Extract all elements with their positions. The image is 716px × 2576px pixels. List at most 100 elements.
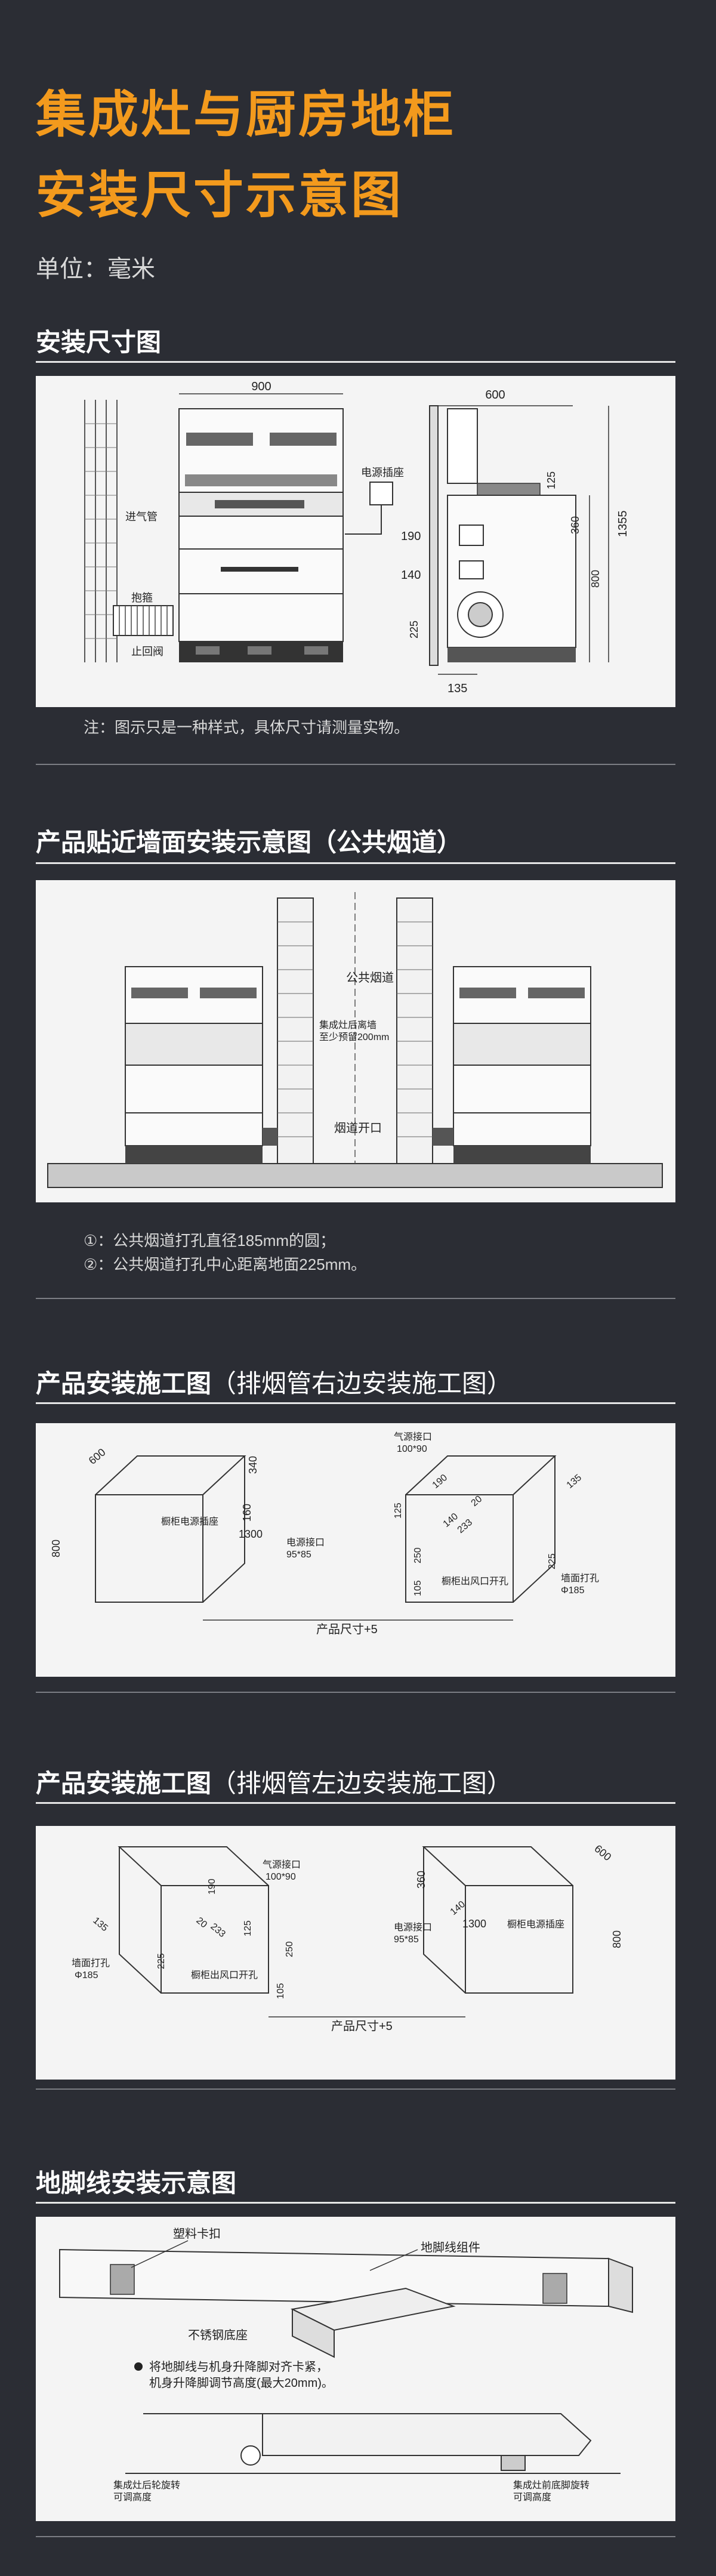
label-check-valve: 止回阀 — [131, 646, 163, 658]
right-duct-diagram: 800 600 340 160 橱柜电源插座 1300 电源接口 95*85 气… — [36, 1423, 675, 1677]
section-divider — [36, 1402, 675, 1404]
dim-190: 190 — [401, 530, 421, 543]
label-wall-hole-size: Φ185 — [75, 1970, 98, 1980]
page-title-line2: 安装尺寸示意图 — [36, 167, 404, 223]
label-air-size: 100*90 — [397, 1444, 427, 1454]
section-left-duct-title-main: 产品安装施工图 — [36, 1769, 212, 1797]
dim-1300: 1300 — [239, 1528, 263, 1540]
left-duct-drawing: 气源接口 100*90 190 125 20 233 135 225 墙面打孔 … — [72, 1843, 623, 2033]
dim-160: 160 — [241, 1504, 253, 1522]
kickplate-drawing: 塑料卡扣 地脚线组件 不锈钢底座 将地脚线与机身升降脚对齐卡紧， 机身升降脚调节… — [59, 2227, 633, 2503]
label-power-socket: 电源插座 — [361, 467, 404, 479]
dim-225: 225 — [156, 1953, 166, 1969]
dim-135: 135 — [448, 682, 467, 695]
label-gap-line2: 至少预留200mm — [319, 1032, 389, 1042]
dim-105: 105 — [276, 1983, 286, 1999]
dim-600: 600 — [485, 388, 505, 402]
section-end-divider — [36, 2088, 675, 2090]
label-power-port: 电源接口 — [286, 1537, 325, 1548]
dim-125: 125 — [243, 1920, 253, 1936]
label-rear-foot-line1: 集成灶前底脚旋转 — [513, 2480, 590, 2491]
dim-250: 250 — [285, 1941, 295, 1957]
dim-1355: 1355 — [616, 511, 629, 538]
label-cabinet-socket: 橱柜电源插座 — [507, 1919, 564, 1930]
label-instruction-line1: 将地脚线与机身升降脚对齐卡紧， — [149, 2360, 328, 2374]
label-cabinet-socket: 橱柜电源插座 — [161, 1516, 218, 1527]
dim-360: 360 — [415, 1871, 427, 1889]
bullet-dot — [134, 2362, 143, 2371]
label-air-port: 气源接口 — [263, 1859, 301, 1870]
kickplate-diagram: 塑料卡扣 地脚线组件 不锈钢底座 将地脚线与机身升降脚对齐卡紧， 机身升降脚调节… — [36, 2217, 675, 2521]
dim-900: 900 — [251, 380, 271, 393]
section-end-divider — [36, 1692, 675, 1693]
label-vent-opening: 橱柜出风口开孔 — [442, 1576, 508, 1587]
section2-note-1: ①：公共烟道打孔直径185mm的圆； — [84, 1232, 336, 1250]
dim-135: 135 — [91, 1915, 109, 1933]
section-wall-install-title: 产品贴近墙面安装示意图（公共烟道） — [36, 828, 462, 856]
label-rear-foot-line2: 可调高度 — [513, 2492, 551, 2503]
dim-125: 125 — [545, 471, 557, 489]
label-flue-opening: 烟道开口 — [334, 1121, 382, 1135]
label-product-size: 产品尺寸+5 — [316, 1622, 378, 1636]
label-hoop: 抱箍 — [131, 592, 153, 604]
section1-note: 注：图示只是一种样式，具体尺寸请测量实物。 — [84, 718, 410, 736]
label-instruction-line2: 机身升降脚调节高度(最大20mm)。 — [149, 2376, 334, 2390]
wall-install-diagram: 公共烟道 集成灶后离墙 至少预留200mm 烟道开口 — [36, 880, 675, 1202]
label-power-size: 95*85 — [394, 1935, 419, 1945]
label-power-port: 电源接口 — [394, 1922, 432, 1933]
dim-140: 140 — [449, 1899, 467, 1917]
dim-233: 233 — [208, 1921, 227, 1939]
right-duct-drawing: 800 600 340 160 橱柜电源插座 1300 电源接口 95*85 气… — [36, 1423, 675, 1677]
dim-225: 225 — [408, 621, 420, 638]
section-right-duct-title: 产品安装施工图（排烟管右边安装施工图） — [36, 1363, 512, 1400]
section-kickplate-title: 地脚线安装示意图 — [36, 2169, 237, 2197]
dim-105: 105 — [413, 1580, 423, 1596]
page-title-line1: 集成灶与厨房地柜 — [36, 87, 456, 143]
unit-label: 单位：毫米 — [36, 256, 155, 282]
label-public-flue: 公共烟道 — [346, 971, 394, 985]
section-right-duct-title-sub: （排烟管右边安装施工图） — [211, 1369, 513, 1397]
install-dimensions-diagram: 900 电源插座 进气管 抱箍 止回阀 600 1355 800 360 125… — [36, 376, 675, 707]
label-steel-base: 不锈钢底座 — [188, 2328, 248, 2342]
section-end-divider — [36, 1298, 675, 1299]
label-kickplate-kit: 地脚线组件 — [421, 2241, 480, 2254]
dim-340: 340 — [247, 1456, 259, 1474]
section-left-duct-title: 产品安装施工图（排烟管左边安装施工图） — [36, 1763, 512, 1800]
dim-190: 190 — [207, 1878, 217, 1895]
dim-800: 800 — [590, 570, 601, 588]
label-front-wheel-line2: 可调高度 — [113, 2492, 152, 2503]
section-install-dimensions-title: 安装尺寸图 — [36, 328, 162, 356]
label-wall-hole-size: Φ185 — [561, 1585, 585, 1596]
section-divider — [36, 2202, 675, 2204]
label-air-port: 气源接口 — [394, 1432, 432, 1442]
label-plastic-clip: 塑料卡扣 — [173, 2227, 221, 2241]
dim-600: 600 — [592, 1843, 613, 1864]
wall-install-drawing: 公共烟道 集成灶后离墙 至少预留200mm 烟道开口 — [47, 892, 663, 1188]
dim-225: 225 — [547, 1553, 557, 1569]
label-air-size: 100*90 — [266, 1872, 296, 1882]
section-divider — [36, 361, 675, 363]
label-product-size: 产品尺寸+5 — [331, 2019, 393, 2033]
label-front-wheel-line1: 集成灶后轮旋转 — [113, 2480, 180, 2491]
label-wall-hole: 墙面打孔 — [72, 1958, 110, 1969]
section-end-divider — [36, 764, 675, 765]
section-left-duct-title-sub: （排烟管左边安装施工图） — [211, 1769, 513, 1797]
label-vent-opening: 橱柜出风口开孔 — [191, 1970, 258, 1980]
dim-800: 800 — [611, 1930, 623, 1948]
dim-140: 140 — [401, 569, 421, 582]
section2-note-2: ②：公共烟道打孔中心距离地面225mm。 — [84, 1255, 367, 1273]
label-air-inlet: 进气管 — [125, 511, 158, 523]
dim-800: 800 — [50, 1540, 62, 1557]
dim-1300: 1300 — [462, 1918, 486, 1930]
section-right-duct-title-main: 产品安装施工图 — [36, 1369, 212, 1397]
dim-250: 250 — [413, 1547, 423, 1563]
section-divider — [36, 1802, 675, 1804]
label-power-size: 95*85 — [286, 1550, 311, 1560]
dim-360: 360 — [569, 516, 581, 534]
install-dimensions-drawing: 900 电源插座 进气管 抱箍 止回阀 600 1355 800 360 125… — [84, 380, 629, 695]
dim-20: 20 — [194, 1915, 209, 1930]
label-wall-hole: 墙面打孔 — [561, 1573, 599, 1584]
section-divider — [36, 862, 675, 864]
section-end-divider — [36, 2536, 675, 2537]
dim-125: 125 — [393, 1503, 403, 1519]
